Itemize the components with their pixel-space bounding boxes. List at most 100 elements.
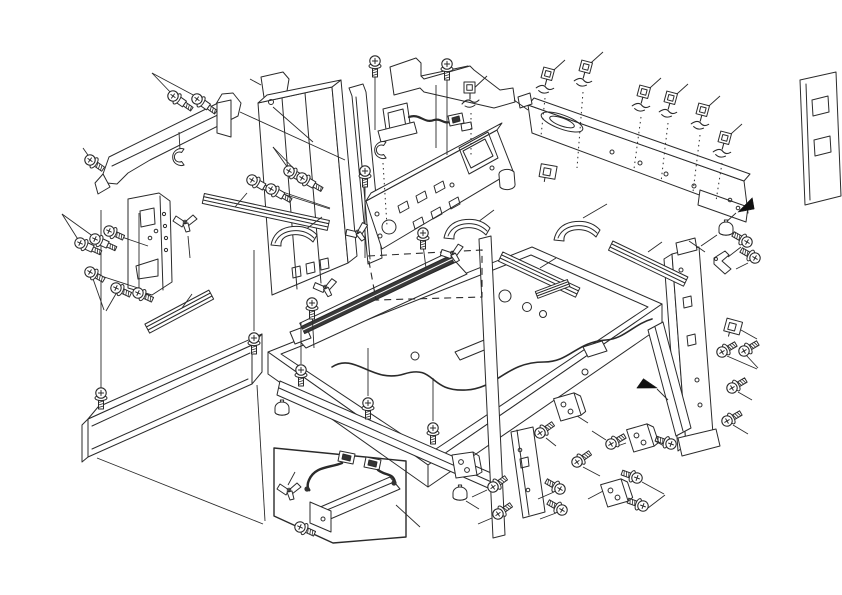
screw-thread xyxy=(100,276,104,281)
dotted-guide-2 xyxy=(634,117,641,169)
center-plate-window xyxy=(459,132,498,174)
harness-clamp-icon-0 xyxy=(535,67,558,96)
screw-thread xyxy=(737,412,741,417)
guide-ridge xyxy=(558,226,597,238)
screw-icon-23 xyxy=(293,519,317,539)
screw-thread xyxy=(553,503,557,508)
screw-icon-7 xyxy=(109,280,133,300)
screw-thread xyxy=(252,351,257,353)
left-plate-window xyxy=(140,208,155,227)
screw-icon-8 xyxy=(131,285,155,305)
hole-24 xyxy=(499,290,511,302)
screw-thread xyxy=(209,106,213,110)
screw-icon-17 xyxy=(306,298,318,319)
leader-line-56 xyxy=(746,355,758,368)
right-edge-slot1 xyxy=(812,96,829,116)
shoulder-screw-icon-4 xyxy=(88,231,119,254)
clamp-head-window xyxy=(667,94,674,101)
rail-flange xyxy=(501,252,579,291)
clamp-base xyxy=(576,83,586,88)
leader-line-29 xyxy=(240,112,345,160)
screw-thread xyxy=(503,507,507,512)
screw-thread xyxy=(373,72,378,74)
screw-thread xyxy=(421,241,426,243)
harness-clamp-icon-6 xyxy=(462,82,479,107)
screw-thread xyxy=(213,109,217,113)
hole-17 xyxy=(736,206,740,210)
hole-12 xyxy=(610,150,614,154)
right-edge-slot2 xyxy=(814,136,831,156)
clamp-head-window xyxy=(582,63,589,70)
screw-thread xyxy=(252,346,257,348)
bracket-face xyxy=(600,478,628,507)
screw-icon-27 xyxy=(545,497,569,518)
screw-thread xyxy=(113,246,116,251)
bracket-hole-1 xyxy=(459,460,464,465)
screw-cross-recess xyxy=(430,425,435,430)
small-bracket-icon-2 xyxy=(452,452,482,478)
screw-thread xyxy=(617,437,621,442)
leader-line-65 xyxy=(592,431,606,440)
rail-flange xyxy=(535,280,568,294)
screw-thread xyxy=(498,480,502,485)
c-clip-body xyxy=(375,142,386,159)
leader-line-58 xyxy=(733,425,748,434)
wing-clip-icon-1 xyxy=(312,278,339,299)
left-channel-end xyxy=(82,419,88,462)
screw-icon-6 xyxy=(82,264,106,285)
screw-thread xyxy=(146,295,149,300)
screw-thread xyxy=(120,234,123,239)
leader-line-45 xyxy=(182,294,192,308)
slide-rail-5 xyxy=(535,280,570,299)
screw-thread xyxy=(743,250,747,255)
clamp-base xyxy=(538,90,548,95)
wing-hole xyxy=(183,220,187,224)
screw-thread xyxy=(299,378,304,380)
screw-thread xyxy=(319,187,322,192)
screw-thread xyxy=(115,232,118,237)
wing-clip-icon-4 xyxy=(277,483,301,500)
block-window xyxy=(728,322,737,331)
screw-thread xyxy=(631,500,634,505)
clamp-base xyxy=(634,108,644,113)
leader-line-27 xyxy=(273,147,288,168)
screw-thread xyxy=(117,233,120,238)
screw-thread xyxy=(431,436,436,438)
clamp-base xyxy=(715,154,725,159)
screw-cross-recess xyxy=(193,95,200,102)
leader-line-62 xyxy=(648,495,665,508)
screw-thread xyxy=(317,185,320,190)
tall-panel-cut2 xyxy=(306,262,315,274)
screw-cross-recess xyxy=(740,347,747,354)
screw-thread xyxy=(96,249,99,254)
curved-guide-icon-2 xyxy=(554,221,600,241)
rail-centerline xyxy=(303,259,452,330)
foot-base xyxy=(275,412,289,415)
clamp-feet xyxy=(536,84,553,92)
screw-cross-recess xyxy=(251,335,256,340)
screw-thread xyxy=(625,472,628,477)
screw-thread xyxy=(550,502,554,507)
right-post-tab xyxy=(676,238,697,255)
hole-26 xyxy=(540,311,547,318)
inset-bracket-line xyxy=(322,482,394,512)
leader-line-55 xyxy=(727,356,757,369)
screw-thread xyxy=(546,480,550,485)
foot-dome xyxy=(453,487,467,500)
screw-thread xyxy=(144,294,147,299)
leader-line-32 xyxy=(97,458,263,524)
hole-13 xyxy=(638,161,642,165)
arrow-triangle xyxy=(637,378,659,395)
screw-icon-28 xyxy=(569,448,593,470)
screw-cross-recess xyxy=(135,290,142,297)
screw-thread xyxy=(732,343,736,348)
screw-thread xyxy=(299,383,304,385)
screw-icon-29 xyxy=(603,431,627,452)
screw-cross-recess xyxy=(309,300,314,305)
screw-cross-recess xyxy=(668,441,675,448)
screw-cross-recess xyxy=(634,475,641,482)
screw-icon-38 xyxy=(738,245,762,266)
top-right-rail-top xyxy=(528,98,750,181)
leader-line-12 xyxy=(179,132,180,150)
screw-icon-21 xyxy=(362,398,374,419)
